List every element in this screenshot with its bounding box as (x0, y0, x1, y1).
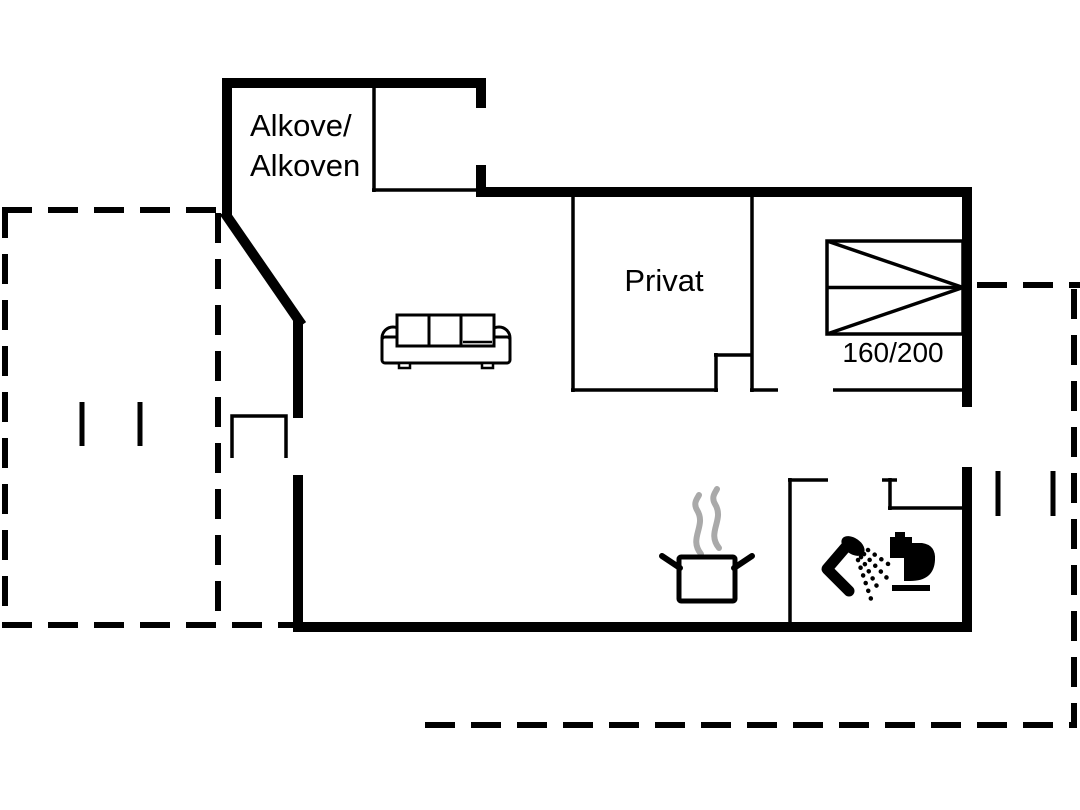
terrace-outline-left (2, 207, 293, 628)
bed-size-label: 160/200 (842, 337, 943, 368)
room-label-privat: Privat (624, 263, 704, 298)
sofa-icon (380, 313, 512, 370)
cooking-pot-icon (659, 553, 755, 604)
terrace-tick-marks (79, 402, 1056, 516)
interior-walls (372, 86, 970, 630)
steam-icon (692, 486, 722, 557)
double-bed-icon (825, 239, 965, 336)
toilet-icon (890, 532, 936, 591)
alcove-label-line1: Alkove/ (250, 108, 352, 143)
shower-head-icon (821, 536, 894, 602)
terrace-outline-right (425, 282, 1080, 728)
entrance-step (230, 414, 288, 458)
exterior-walls (219, 78, 972, 632)
room-label-alcove: Alkove/ Alkoven (250, 108, 360, 183)
alcove-label-line2: Alkoven (250, 148, 360, 183)
